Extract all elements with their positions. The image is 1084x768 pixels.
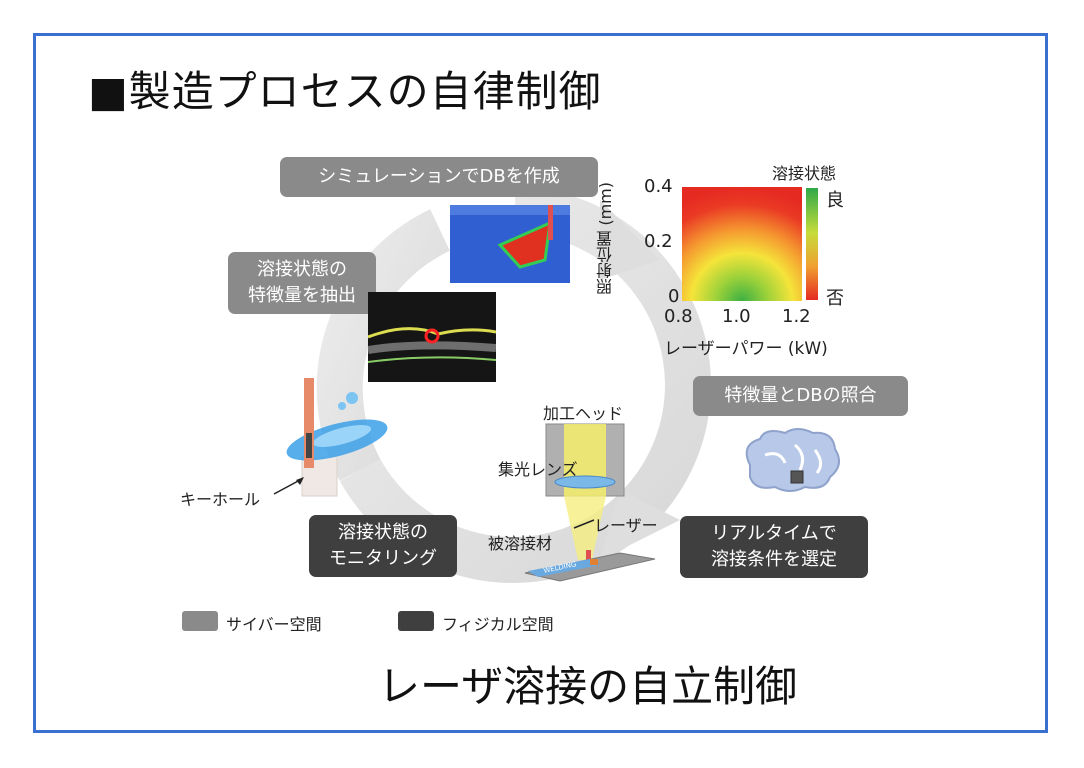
keyhole-arrow-icon	[273, 477, 304, 495]
processing-head-illustration	[545, 423, 625, 562]
colorbar-title: 溶接状態	[772, 164, 837, 183]
laser-label: レーザー	[594, 516, 658, 535]
keyhole-label: キーホール	[180, 490, 261, 509]
processing-head-label: 加工ヘッド	[543, 404, 624, 423]
matching-box: 特徴量とDBの照合	[693, 376, 908, 416]
feature-extract-box: 溶接状態の 特徴量を抽出	[228, 252, 376, 314]
heatmap-ytick-0: 0.4	[644, 176, 673, 197]
legend-swatch-physical	[398, 611, 434, 631]
slide-subtitle: レーザ溶接の自立制御	[378, 662, 798, 711]
heatmap-ylabel: 照射位置 (mm)	[596, 182, 615, 295]
realtime-box: リアルタイムで 溶接条件を選定	[680, 516, 868, 578]
monitor-image	[368, 292, 496, 382]
heatmap-xlabel: レーザーパワー (kW)	[664, 339, 828, 359]
laser-arrow-icon	[573, 519, 595, 529]
legend-label-cyber: サイバー空間	[226, 615, 322, 634]
workpiece-label: 被溶接材	[488, 534, 553, 553]
workpiece-illustration: WELDING	[524, 552, 656, 582]
heatmap-ytick-1: 0.2	[644, 231, 673, 252]
legend-swatch-cyber	[182, 611, 218, 631]
heatmap-xtick-1: 1.0	[722, 306, 751, 327]
keyhole-illustration	[286, 378, 388, 497]
heatmap-plot	[682, 187, 802, 301]
colorbar-top-label: 良	[826, 190, 844, 211]
colorbar-bottom-label: 否	[826, 288, 844, 309]
simulation-box: シミュレーションでDBを作成	[280, 157, 598, 197]
simulation-image	[450, 205, 570, 283]
heatmap-xtick-2: 1.2	[782, 306, 811, 327]
slide-title: ■製造プロセスの自律制御	[88, 67, 602, 116]
condenser-lens-label: 集光レンズ	[498, 460, 578, 479]
heatmap-ytick-2: 0	[668, 286, 680, 307]
heatmap-xtick-0: 0.8	[664, 306, 693, 327]
brain-icon	[745, 428, 840, 492]
colorbar	[806, 188, 818, 300]
monitoring-box: 溶接状態の モニタリング	[309, 515, 457, 577]
legend-label-physical: フィジカル空間	[442, 615, 554, 634]
